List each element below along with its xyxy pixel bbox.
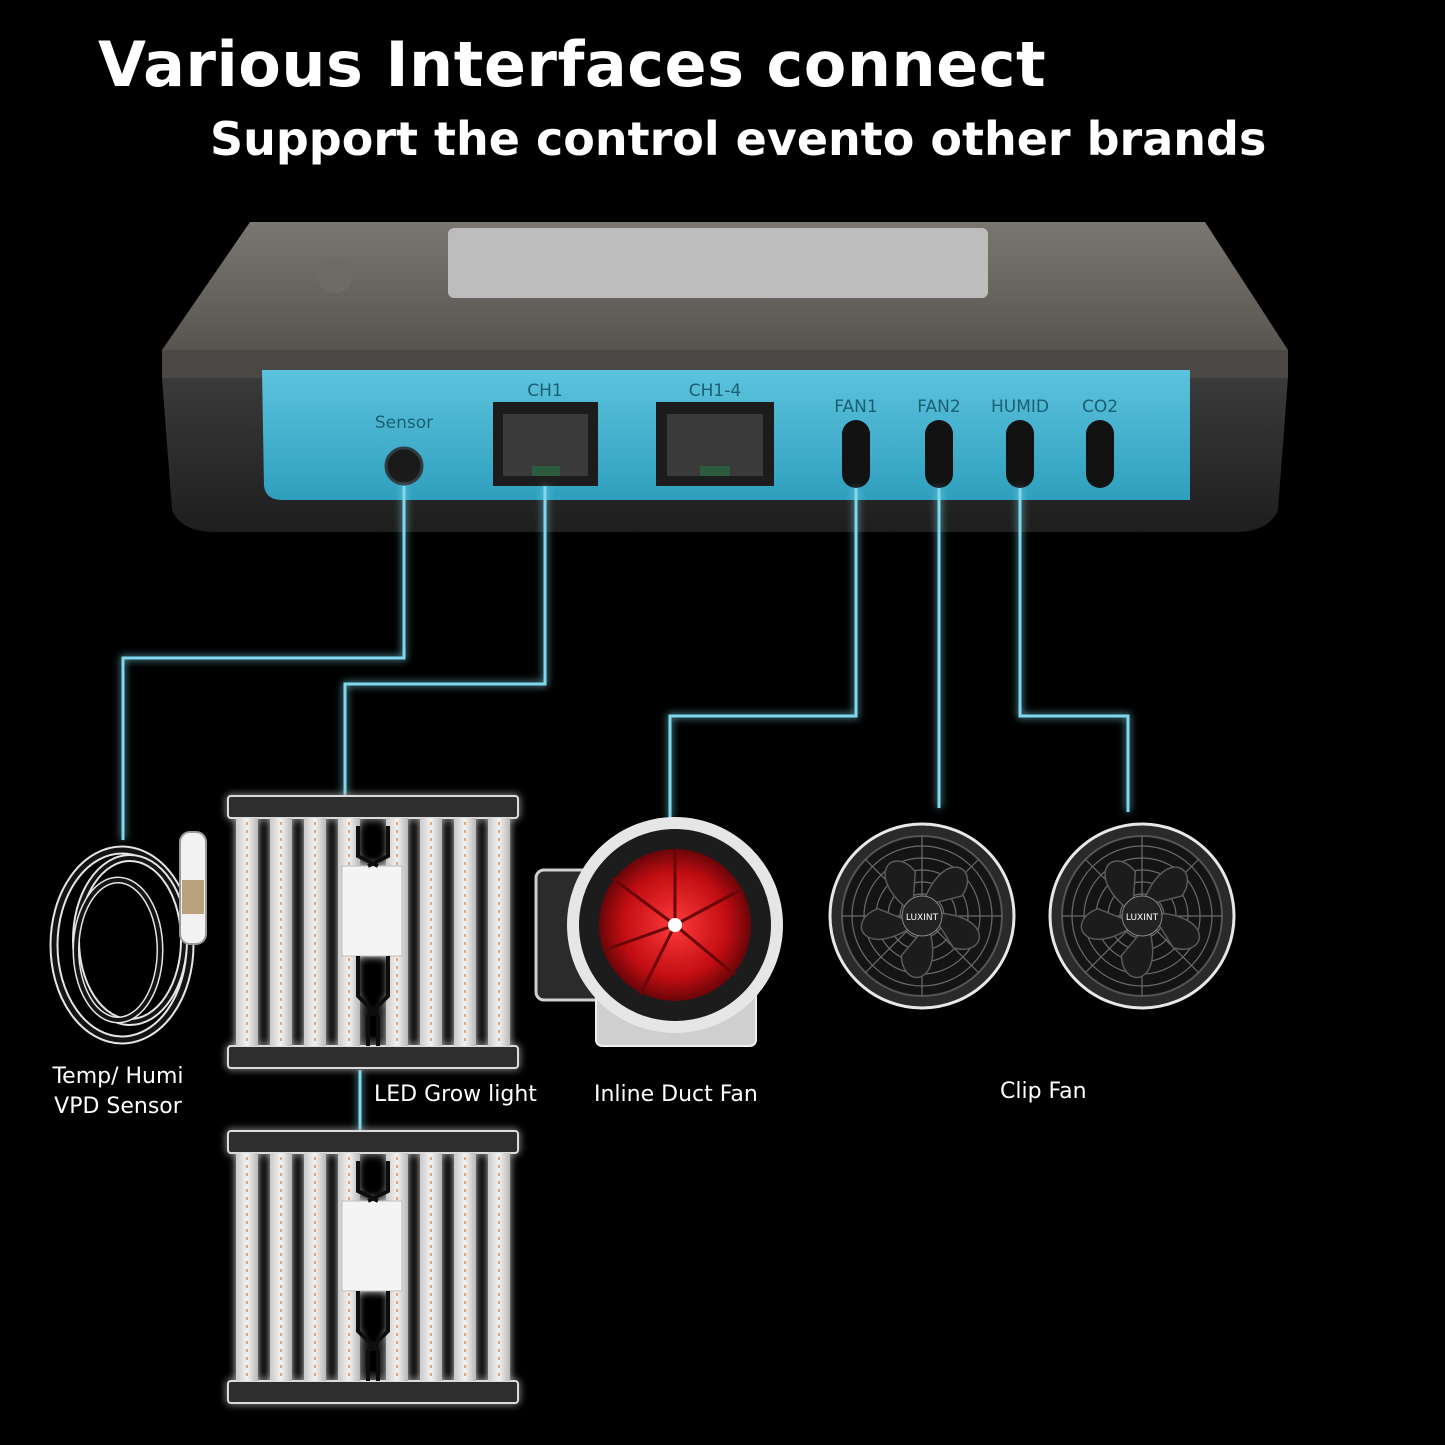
port-label-ch14: CH1-4 xyxy=(689,381,741,401)
controller-device: Sensor CH1 CH1-4 FAN1 FAN2 HUMID CO2 xyxy=(162,222,1288,532)
sensor-label-line1: Temp/ Humi xyxy=(52,1064,184,1089)
port-label-ch1: CH1 xyxy=(527,381,562,401)
humid-wire xyxy=(1018,488,1130,812)
clip-fan-label: Clip Fan xyxy=(1000,1079,1087,1104)
co2-port xyxy=(1086,420,1114,488)
vpd-sensor-icon xyxy=(49,831,207,1045)
sensor-label: Temp/ Humi VPD Sensor xyxy=(40,1062,196,1122)
duct-fan-label: Inline Duct Fan xyxy=(594,1082,758,1107)
port-label-fan1: FAN1 xyxy=(834,397,877,417)
ch1-wire xyxy=(343,486,547,800)
port-label-sensor: Sensor xyxy=(375,413,433,433)
fan2-port xyxy=(925,420,953,488)
fan-brand-label: LUXINT xyxy=(906,913,939,923)
led-grow-light-2-icon xyxy=(226,1129,520,1405)
port-label-co2: CO2 xyxy=(1082,397,1118,417)
port-label-humid: HUMID xyxy=(991,397,1049,417)
inline-duct-fan-icon xyxy=(534,817,783,1047)
fan-brand-label-2: LUXINT xyxy=(1126,913,1159,923)
display-screen xyxy=(448,228,988,298)
sensor-port xyxy=(384,446,424,486)
clip-fan-icon: LUXINT xyxy=(828,822,1016,1010)
control-button-icon xyxy=(317,257,353,293)
humid-port xyxy=(1006,420,1034,488)
page-title: Various Interfaces connect xyxy=(98,28,1047,101)
sensor-label-line2: VPD Sensor xyxy=(54,1094,182,1119)
grow-light-label: LED Grow light xyxy=(374,1082,537,1107)
connection-wires xyxy=(121,486,1130,1135)
port-label-fan2: FAN2 xyxy=(917,397,960,417)
fan1-port xyxy=(842,420,870,488)
page-subtitle: Support the control evento other brands xyxy=(210,112,1267,166)
sensor-wire xyxy=(121,486,406,840)
led-grow-light-icon xyxy=(226,794,520,1070)
fan1-wire xyxy=(668,488,858,820)
clip-fan-2-icon: LUXINT xyxy=(1048,822,1236,1010)
